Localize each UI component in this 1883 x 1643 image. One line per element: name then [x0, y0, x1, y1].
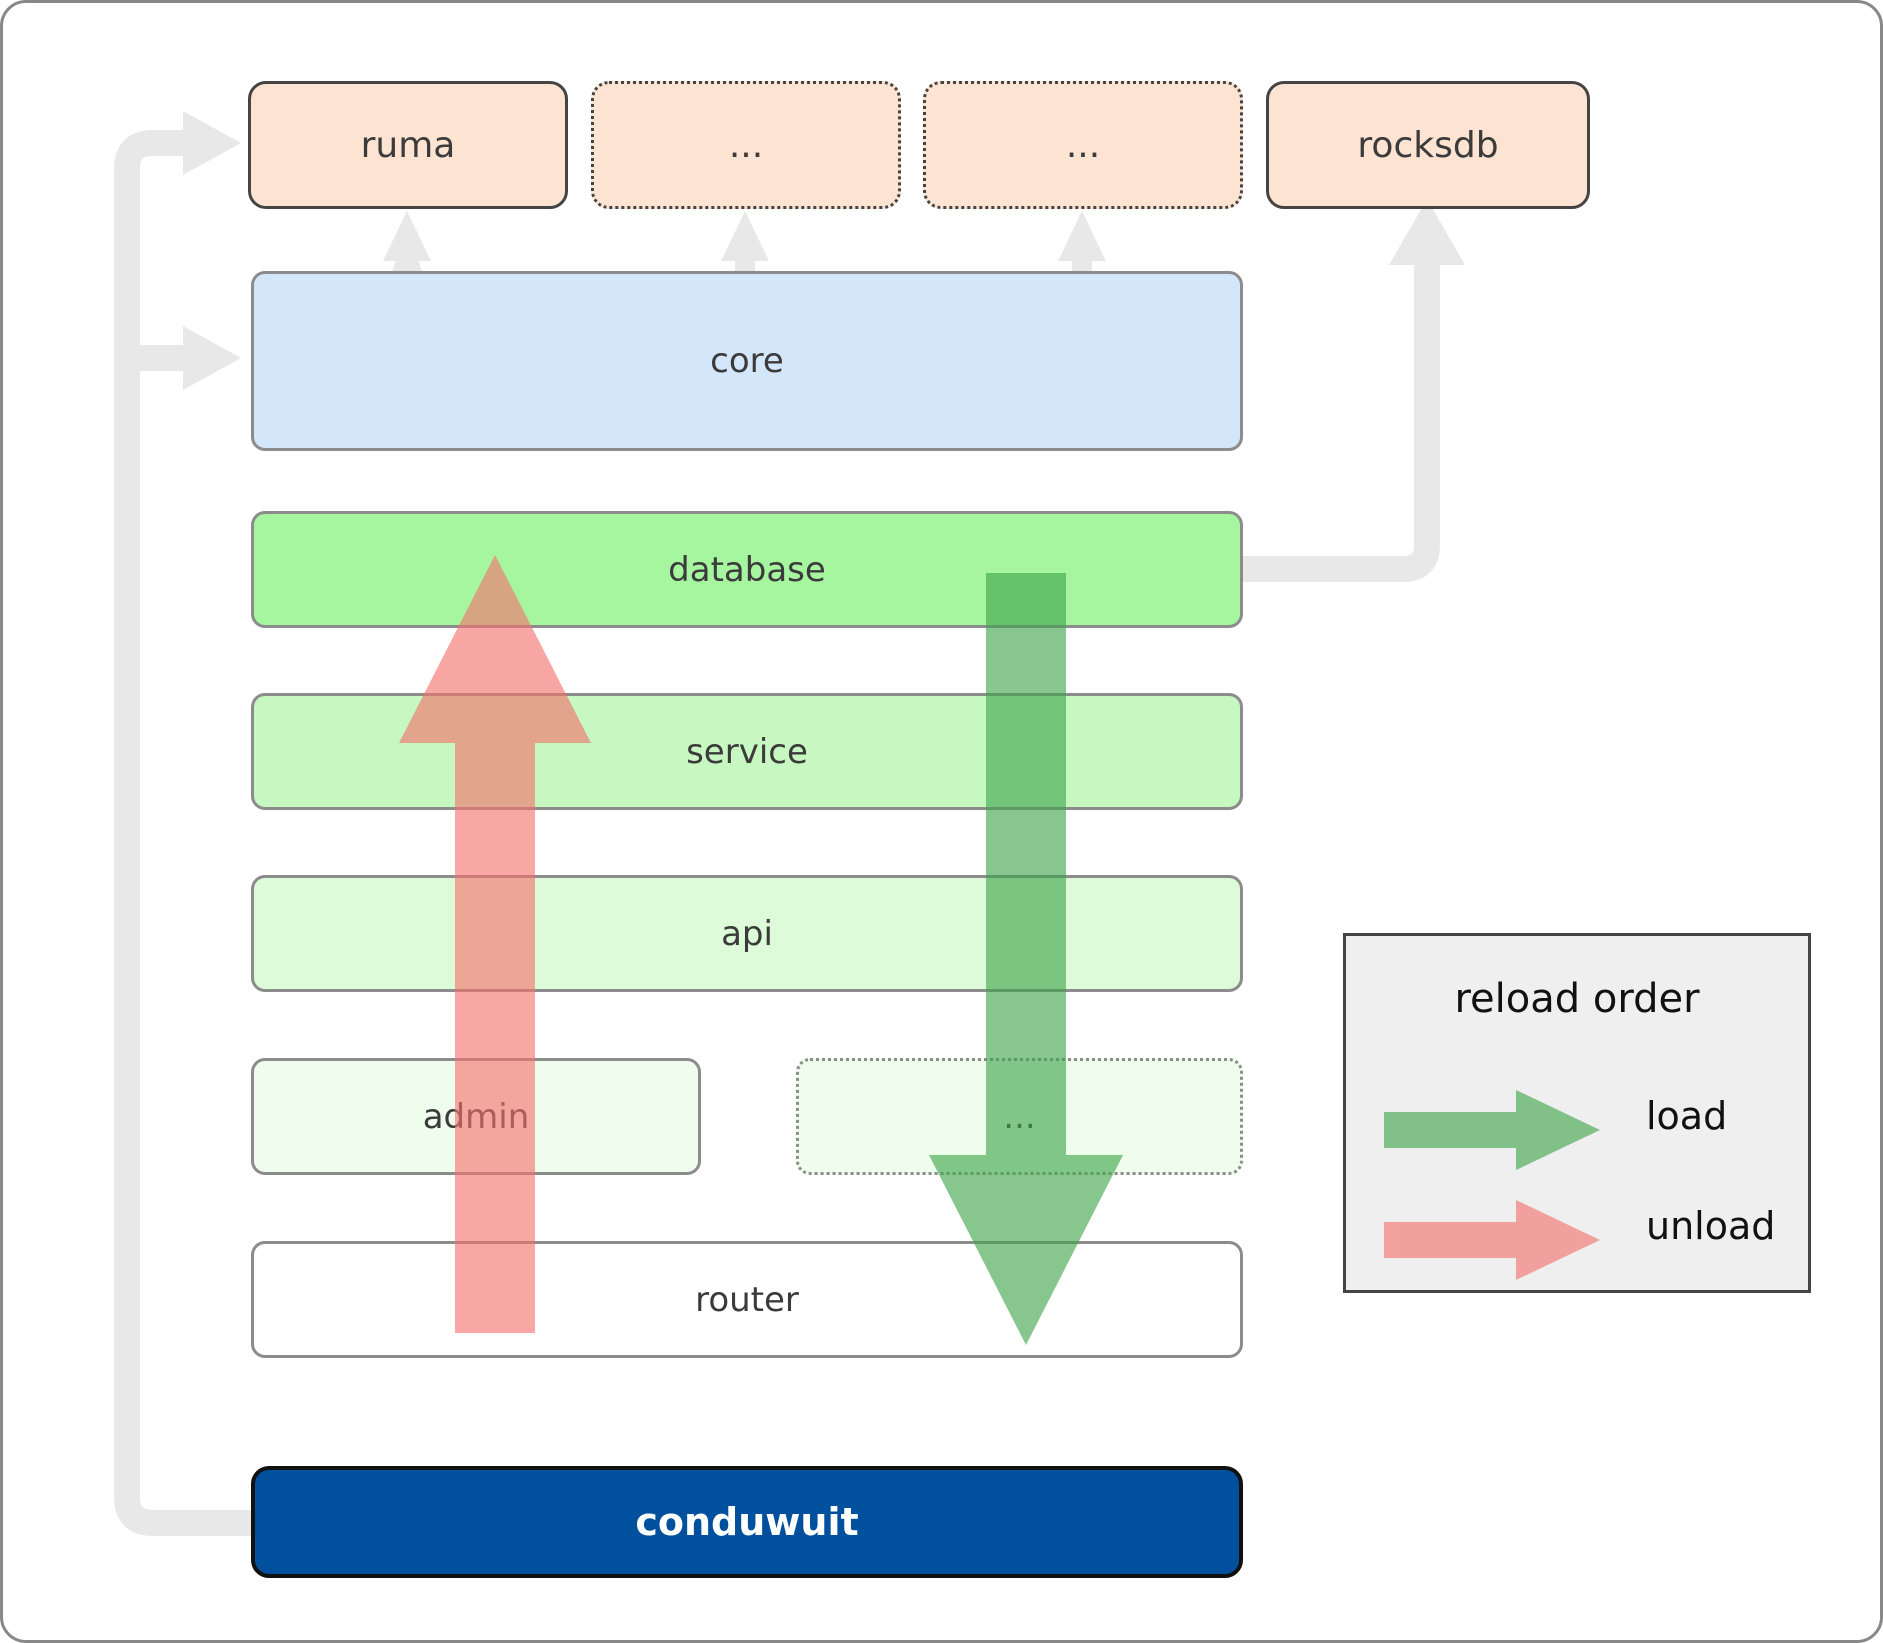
unload-arrow-up — [399, 555, 591, 1333]
external-crate-ellipsis-2[interactable]: ... — [923, 81, 1243, 209]
legend-label-load: load — [1646, 1094, 1728, 1138]
legend-title: reload order — [1454, 976, 1700, 1022]
database-to-rocksdb-connector — [1243, 199, 1465, 582]
core-to-externals-arrows — [383, 211, 1106, 281]
layer-core[interactable]: core — [251, 271, 1243, 451]
connector-layer — [114, 111, 1465, 1536]
layer-router[interactable]: router — [251, 1241, 1243, 1358]
conduwuit-dependency-trunk — [114, 111, 251, 1536]
load-arrow-down — [929, 573, 1123, 1345]
unload-arrow-icon — [1384, 1200, 1600, 1280]
load-arrow-icon — [1384, 1090, 1600, 1170]
flow-arrow-layer — [399, 555, 1123, 1345]
legend-label-unload: unload — [1646, 1204, 1776, 1248]
legend-reload-order: reload order load unload — [1343, 933, 1811, 1293]
legend-row-load: load — [1346, 1076, 1808, 1186]
layer-api[interactable]: api — [251, 875, 1243, 992]
legend-row-unload: unload — [1346, 1186, 1808, 1296]
